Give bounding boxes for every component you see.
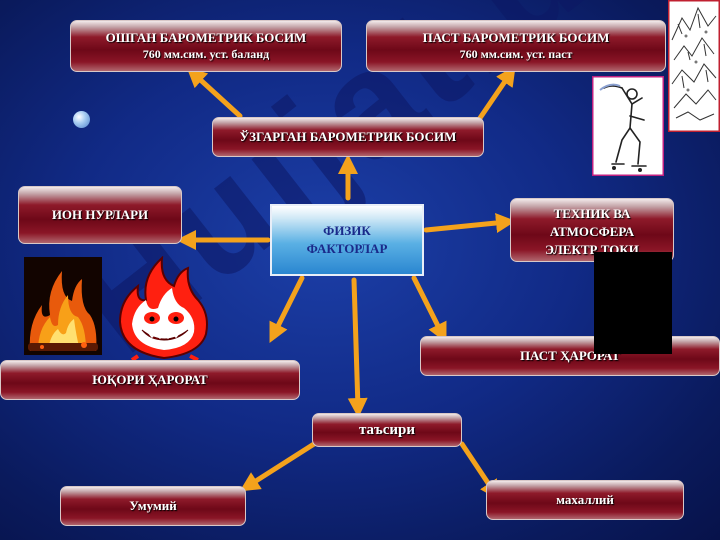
fire-photo (24, 257, 102, 355)
node-effect: таъсири (312, 413, 462, 447)
node-low-temp: ПАСТ ҲАРОРАТ (420, 336, 720, 376)
node-local: махаллий (486, 480, 684, 520)
node-high-temp-label: ЮҚОРИ ҲАРОРАТ (92, 372, 208, 387)
node-tech-atmosphere-current: ТЕХНИК ВА АТМОСФЕРА ЭЛЕКТР ТОКИ (510, 198, 674, 262)
node-high-temp: ЮҚОРИ ҲАРОРАТ (0, 360, 300, 400)
node-general-label: Умумий (129, 498, 177, 513)
node-changed-pressure-label: ЎЗГАРГАН БАРОМЕТРИК БОСИМ (239, 129, 457, 144)
node-tech-line-2: АТМОСФЕРА (549, 224, 635, 239)
flame-cartoon (118, 256, 208, 360)
arrow-to-general (239, 441, 317, 492)
node-changed-pressure: ЎЗГАРГАН БАРОМЕТРИК БОСИМ (212, 117, 484, 157)
node-high-pressure-sub: 760 мм.сим. уст. баланд (142, 47, 270, 61)
arrow-to-effect (347, 277, 368, 418)
arrow-to-tech-current (423, 213, 516, 233)
skater-illustration (592, 76, 664, 176)
node-physical-factors: ФИЗИК ФАКТОРЛАР (270, 204, 424, 276)
node-tech-line-1: ТЕХНИК ВА (553, 206, 631, 221)
bubble-decoration (73, 111, 90, 128)
node-high-pressure: ОШГАН БАРОМЕТРИК БОСИМ 760 мм.сим. уст. … (70, 20, 342, 72)
node-effect-label: таъсири (358, 422, 416, 438)
center-line-1: ФИЗИК (323, 223, 371, 238)
node-low-pressure: ПАСТ БАРОМЕТРИК БОСИМ 760 мм.сим. уст. п… (366, 20, 666, 72)
node-low-pressure-sub: 760 мм.сим. уст. паст (459, 47, 573, 61)
node-general: Умумий (60, 486, 246, 526)
node-high-pressure-title: ОШГАН БАРОМЕТРИК БОСИМ (105, 30, 307, 45)
arrow-to-high-temp (269, 275, 305, 343)
arrow-to-low-pressure (477, 65, 516, 121)
mountain-sketch (668, 0, 720, 132)
dark-photo (594, 252, 672, 354)
node-ion-radiation-label: ИОН НУРЛАРИ (51, 207, 149, 222)
node-ion-radiation: ИОН НУРЛАРИ (18, 186, 182, 244)
center-line-2: ФАКТОРЛАР (306, 241, 388, 256)
arrow-to-high-pressure (186, 67, 243, 119)
node-local-label: махаллий (556, 492, 614, 507)
arrow-to-low-temp (411, 275, 447, 343)
node-low-pressure-title: ПАСТ БАРОМЕТРИК БОСИМ (422, 30, 610, 45)
